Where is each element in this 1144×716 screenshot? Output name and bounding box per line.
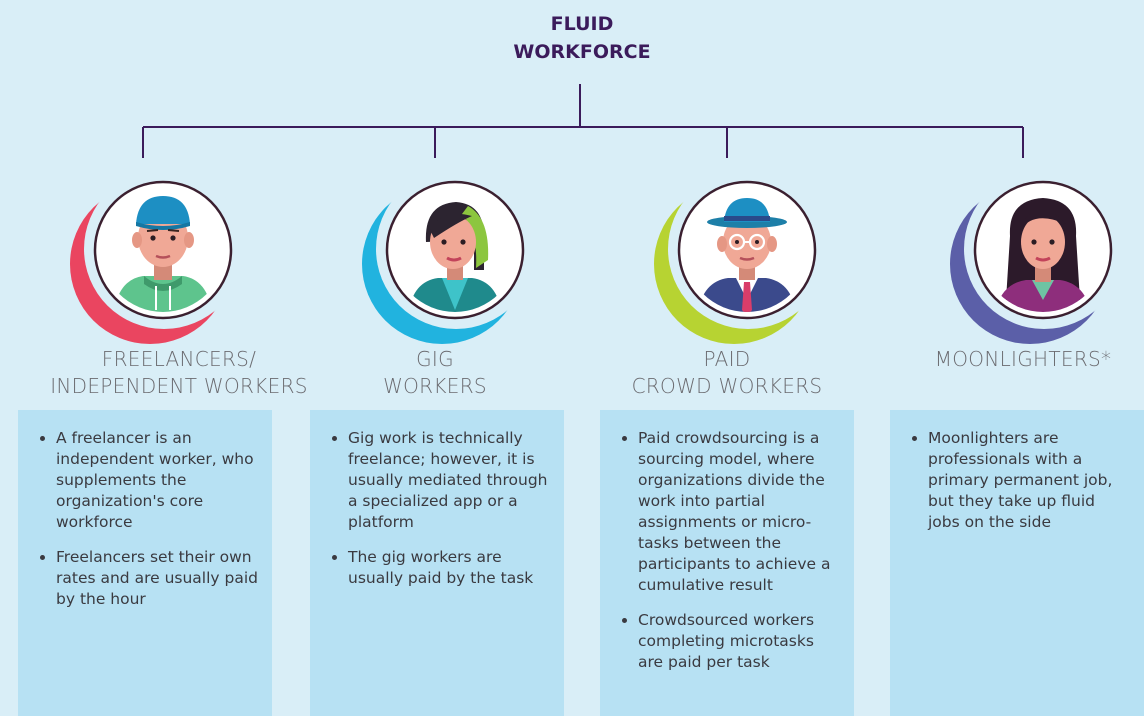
- moonlighter-avatar-icon: [950, 169, 1124, 344]
- root-title-line1: FLUID: [550, 13, 614, 35]
- bullet-list: Moonlighters are professionals with a pr…: [890, 410, 1144, 533]
- label-line2: INDEPENDENT WORKERS: [50, 374, 308, 398]
- category-label-crowd: PAID CROWD WORKERS: [582, 346, 872, 400]
- bullet-item: The gig workers are usually paid by the …: [348, 547, 550, 589]
- label-line1: FREELANCERS/: [101, 347, 257, 371]
- label-line2: WORKERS: [383, 374, 487, 398]
- root-title-line2: WORKFORCE: [513, 41, 651, 63]
- label-line1: PAID: [703, 347, 751, 371]
- root-node-title: FLUID WORKFORCE: [472, 10, 692, 66]
- bullet-list: A freelancer is an independent worker, w…: [18, 410, 272, 610]
- category-label-gig: GIG WORKERS: [290, 346, 580, 400]
- bullet-item: A freelancer is an independent worker, w…: [56, 428, 258, 533]
- description-panel-moonlighters: Moonlighters are professionals with a pr…: [890, 410, 1144, 716]
- bullet-list: Gig work is technically freelance; howev…: [310, 410, 564, 589]
- crowd-worker-avatar-icon: [654, 169, 828, 344]
- label-line1: GIG: [416, 347, 454, 371]
- bullet-item: Moonlighters are professionals with a pr…: [928, 428, 1130, 533]
- description-panel-freelancers: A freelancer is an independent worker, w…: [18, 410, 272, 716]
- category-label-moonlighters: MOONLIGHTERS*: [878, 346, 1144, 373]
- label-line1: MOONLIGHTERS*: [934, 347, 1112, 371]
- label-line2: CROWD WORKERS: [631, 374, 823, 398]
- bullet-item: Crowdsourced workers completing microtas…: [638, 610, 840, 673]
- bullet-item: Paid crowdsourcing is a sourcing model, …: [638, 428, 840, 596]
- description-panel-gig: Gig work is technically freelance; howev…: [310, 410, 564, 716]
- freelancer-avatar-icon: [70, 169, 244, 344]
- bullet-item: Freelancers set their own rates and are …: [56, 547, 258, 610]
- description-panel-crowd: Paid crowdsourcing is a sourcing model, …: [600, 410, 854, 716]
- category-label-freelancers: FREELANCERS/ INDEPENDENT WORKERS: [34, 346, 324, 400]
- gig-worker-avatar-icon: [362, 169, 536, 344]
- bullet-list: Paid crowdsourcing is a sourcing model, …: [600, 410, 854, 673]
- bullet-item: Gig work is technically freelance; howev…: [348, 428, 550, 533]
- tree-connector-lines: [142, 84, 1024, 158]
